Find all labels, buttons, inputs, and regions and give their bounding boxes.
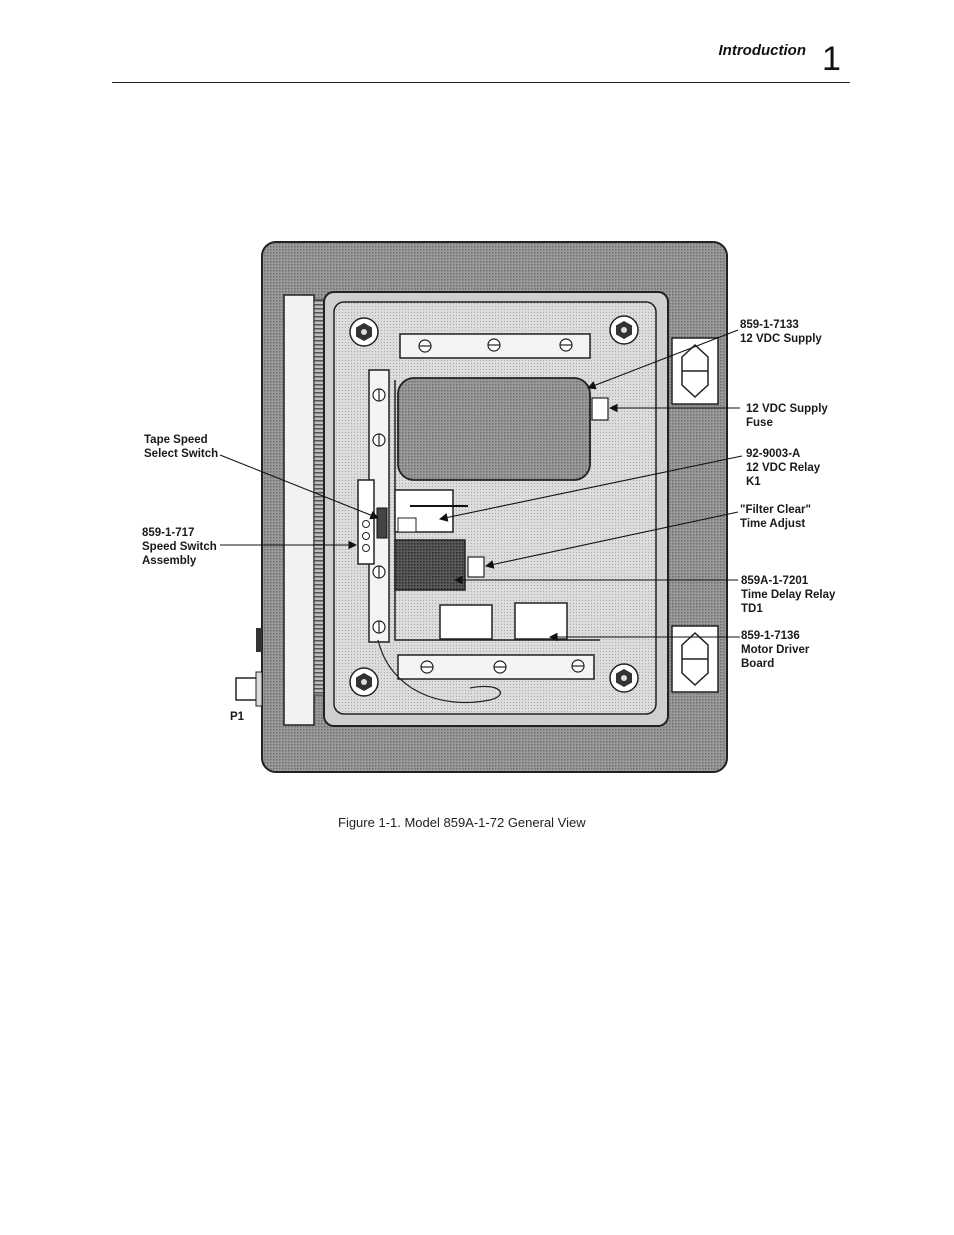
label-connector-p1: P1 xyxy=(230,711,245,723)
label-motor-desc: Motor Driver xyxy=(741,644,810,656)
label-motor-line3: Board xyxy=(741,658,775,670)
label-relay: 92-9003-A 12 VDC Relay K1 xyxy=(746,447,820,489)
label-relay-desc: 12 VDC Relay xyxy=(746,462,821,474)
label-tape-line1: Tape Speed xyxy=(144,434,208,446)
motor-driver-block-1 xyxy=(439,604,493,640)
filter-adjust-knob xyxy=(467,556,485,578)
label-speedswitch-desc: Speed Switch xyxy=(142,541,217,553)
tape-speed-switch xyxy=(376,507,388,539)
label-supply-part: 859-1-7133 xyxy=(740,319,799,331)
figure-caption: Figure 1-1. Model 859A-1-72 General View xyxy=(338,815,586,830)
leader-relay xyxy=(438,455,743,522)
label-speedswitch-line3: Assembly xyxy=(142,555,197,567)
supply-fuse xyxy=(591,397,609,421)
label-tape: Tape Speed Select Switch xyxy=(144,433,218,461)
leader-tape xyxy=(219,454,380,520)
chapter-number: 1 xyxy=(822,40,841,78)
vdc-supply xyxy=(397,377,591,481)
page-header-title: Introduction xyxy=(718,42,806,59)
label-filter: "Filter Clear" Time Adjust xyxy=(740,503,811,531)
label-filter-line1: "Filter Clear" xyxy=(740,504,811,516)
leader-filter xyxy=(484,511,739,569)
label-timedelay: 859A-1-7201 Time Delay Relay TD1 xyxy=(741,574,835,616)
time-delay-relay xyxy=(394,539,466,591)
label-tape-line2: Select Switch xyxy=(144,448,219,460)
label-timedelay-part: 859A-1-7201 xyxy=(741,575,809,587)
label-supply-desc: 12 VDC Supply xyxy=(740,333,822,345)
header-rule xyxy=(112,82,850,83)
motor-driver-block-2 xyxy=(514,602,568,640)
label-speedswitch: 859-1-717 Speed Switch Assembly xyxy=(142,526,217,568)
leader-supply xyxy=(586,329,739,390)
hinge-ridges xyxy=(313,299,325,696)
label-relay-part: 92-9003-A xyxy=(746,448,801,460)
label-motor-part: 859-1-7136 xyxy=(741,630,800,642)
connector-p1 xyxy=(235,677,259,701)
label-relay-id: K1 xyxy=(746,476,761,488)
label-timedelay-desc: Time Delay Relay xyxy=(741,589,836,601)
corner-screws xyxy=(349,315,639,697)
label-fuse-line1: 12 VDC Supply xyxy=(746,403,828,415)
label-supply: 859-1-7133 12 VDC Supply xyxy=(740,318,822,346)
label-motor: 859-1-7136 Motor Driver Board xyxy=(741,629,809,671)
label-timedelay-id: TD1 xyxy=(741,603,763,615)
label-speedswitch-part: 859-1-717 xyxy=(142,527,195,539)
label-filter-line2: Time Adjust xyxy=(740,518,806,530)
label-fuse-line2: Fuse xyxy=(746,417,773,429)
label-fuse: 12 VDC Supply Fuse xyxy=(746,402,828,430)
door-strip xyxy=(283,294,315,726)
